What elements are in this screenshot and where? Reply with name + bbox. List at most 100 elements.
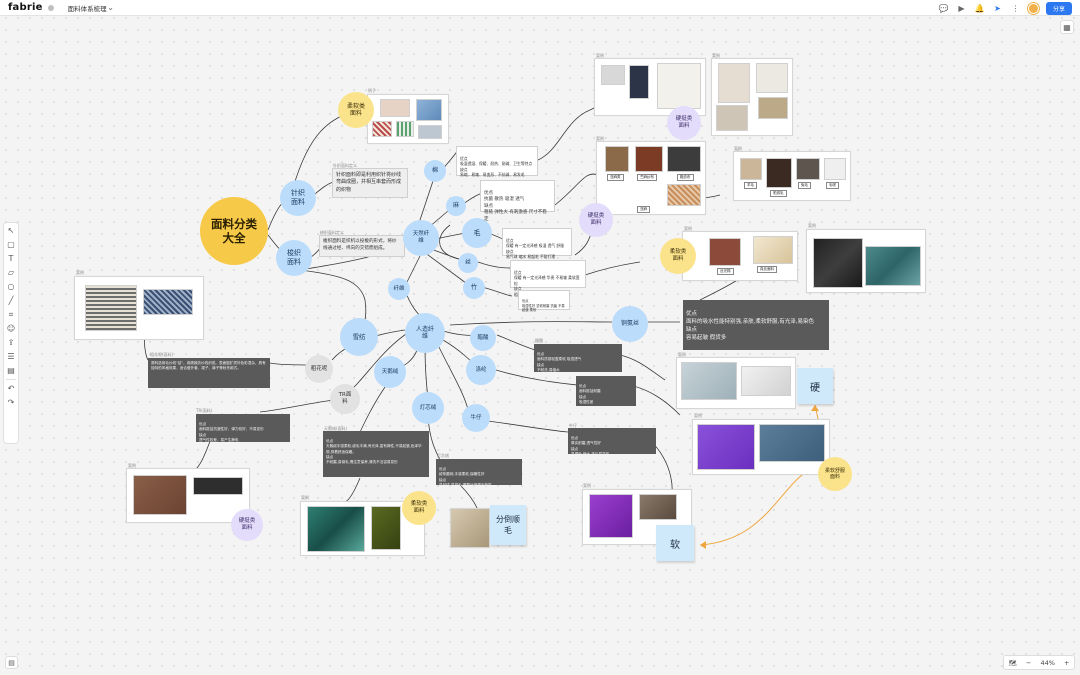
spandex-card-2[interactable] bbox=[692, 419, 830, 475]
knit-soft-tag[interactable]: 柔软类面料 bbox=[338, 92, 374, 128]
tr-note[interactable]: 优点 面料挺括抗皱性好，弹力较好，不易变形 缺点 透气性较差，易产生静电 bbox=[196, 414, 290, 442]
acetate-label: 醋酸 bbox=[477, 334, 489, 341]
line-icon[interactable]: ╱ bbox=[8, 296, 14, 305]
root-topic[interactable]: 面料分类大全 bbox=[200, 197, 268, 265]
emoji-icon[interactable]: ☺ bbox=[6, 324, 16, 333]
linen-node[interactable]: 麻 bbox=[446, 196, 466, 216]
minimap-icon[interactable]: 🗺 bbox=[1008, 658, 1017, 667]
cursor-follow-icon[interactable]: ➤ bbox=[994, 4, 1001, 13]
woven-node[interactable]: 梭织面料 bbox=[276, 240, 312, 276]
knit-swatch-3 bbox=[372, 121, 392, 137]
bamboo-node[interactable]: 竹 bbox=[463, 277, 485, 299]
bamboo-note[interactable]: 优点 吸湿性好 坚韧耐磨 抗菌 不易起皱 柔软 bbox=[518, 290, 570, 313]
chiffon-node[interactable]: 雪纺 bbox=[340, 318, 378, 356]
redo-icon[interactable]: ↷ bbox=[7, 398, 15, 407]
undo-icon[interactable]: ↶ bbox=[7, 384, 15, 393]
zoom-in-icon[interactable]: + bbox=[1064, 658, 1070, 667]
zoom-out-icon[interactable]: − bbox=[1025, 658, 1032, 667]
knit-definition-box[interactable]: 针织面料即是利用织针将纱线弯曲成圈，并相互串套而形成的织物 bbox=[332, 168, 408, 198]
bell-icon[interactable]: 🔔 bbox=[974, 4, 985, 13]
shape-icon[interactable]: ○ bbox=[7, 282, 15, 291]
zoom-level[interactable]: 44% bbox=[1040, 658, 1055, 667]
denim-node[interactable]: 牛仔 bbox=[462, 404, 490, 432]
card-spandex2-caption: 案例 bbox=[694, 413, 702, 418]
sticky-note-icon[interactable]: ▱ bbox=[7, 268, 15, 277]
tweed-note-caption: 粗花呢(面料) bbox=[150, 352, 174, 357]
linen-swatch-3 bbox=[716, 105, 748, 131]
cotton-example-card[interactable] bbox=[594, 58, 706, 116]
denim-label: 牛仔 bbox=[470, 414, 482, 421]
tweed-node[interactable]: 粗花呢 bbox=[305, 355, 333, 383]
silk-node[interactable]: 丝 bbox=[458, 253, 478, 273]
soft-velvet-tag[interactable]: 柔软类面料 bbox=[402, 491, 436, 525]
frame-icon[interactable]: ▢ bbox=[7, 240, 15, 249]
soft-spandex-tag[interactable]: 柔软舒服面料 bbox=[818, 457, 852, 491]
bamboo-note-text: 优点 吸湿性好 坚韧耐磨 抗菌 不易起皱 柔软 bbox=[522, 298, 565, 313]
acetate-note[interactable]: 优点 面料质感轻盈柔软,吸湿透气 缺点 不耐洗,易缩水 bbox=[534, 344, 622, 372]
corduroy-card[interactable] bbox=[450, 508, 490, 548]
velvet-note[interactable]: 优点 天鹅绒手感柔软,绒毛丰满,有光泽,富有弹性,不易起皱,色泽华丽,穿着舒适保… bbox=[323, 431, 429, 477]
knit-node[interactable]: 针织面料 bbox=[280, 180, 316, 216]
linen-sample-card[interactable]: 亚麻类 苎麻纱布 粗纺布 亚麻 bbox=[596, 141, 706, 215]
wool-note[interactable]: 优点 保暖 有一定光泽感 吸湿 透气 舒服 缺点 易气球 缩水 易起毛 不耐打理 bbox=[502, 228, 572, 259]
doc-title[interactable]: 面料体系梳理 bbox=[67, 4, 107, 13]
list-icon[interactable]: ☰ bbox=[7, 352, 15, 361]
corduroy-node[interactable]: 灯芯绒 bbox=[412, 392, 444, 424]
app-logo[interactable]: fabrie bbox=[8, 2, 43, 13]
spandex-card-1[interactable] bbox=[676, 357, 796, 409]
fiber-node[interactable]: 纤维 bbox=[388, 278, 410, 300]
velvet-swatch-2 bbox=[371, 506, 401, 550]
chevron-down-icon[interactable]: ⌄ bbox=[107, 3, 114, 12]
velvet-node[interactable]: 天鹅绒 bbox=[374, 356, 406, 388]
cursor-icon[interactable]: ↖ bbox=[7, 226, 15, 235]
linen-note[interactable]: 优点 抗菌 散热 吸湿 透气 缺点 粗糙 弹性大 有刺激感 尺寸不稳定 bbox=[480, 180, 555, 222]
sticky-soft[interactable]: 软 bbox=[656, 525, 694, 561]
sync-status-icon bbox=[47, 4, 54, 11]
soft-tag-1[interactable]: 柔软类面料 bbox=[660, 238, 696, 274]
hard-tag-1[interactable]: 硬挺类面料 bbox=[667, 106, 701, 140]
silk-sample-card[interactable]: 丝光棉 真丝面料 bbox=[682, 231, 798, 281]
polyester-node[interactable]: 涤纶 bbox=[466, 355, 496, 385]
spandex-note[interactable]: 优点 面料的吸水性能特别强,亲肤,柔软舒服,有光泽,易染色 缺点 容易起皱 假货… bbox=[683, 300, 829, 350]
avatar[interactable] bbox=[1027, 3, 1039, 14]
template-icon[interactable]: ▤ bbox=[7, 366, 15, 375]
hard-tag-3[interactable]: 硬挺类面料 bbox=[231, 509, 263, 541]
knit-swatch-2 bbox=[416, 99, 442, 121]
text-icon[interactable]: T bbox=[8, 254, 14, 263]
tr-node[interactable]: TR面料 bbox=[330, 384, 360, 414]
tr-card[interactable] bbox=[126, 468, 250, 523]
natural-fiber-node[interactable]: 天然纤维 bbox=[403, 220, 439, 256]
cotton-note[interactable]: 优点 吸湿透湿、保暖、耐热、耐碱、卫生等特点 缺点 易缩、易皱、易变形、不抗碱、… bbox=[456, 146, 538, 177]
linen-example-card[interactable] bbox=[711, 58, 793, 136]
denim-note[interactable]: 优点 厚实耐磨,透气性好 缺点 易褪色,缩水,洗后易变形 bbox=[568, 428, 656, 456]
tweed-card[interactable] bbox=[74, 276, 204, 340]
corduroy-note[interactable]: 优点 绒条圆润,手感柔软,保暖性好 缺点 易起球,易掉毛,需要分倒顺毛裁剪 bbox=[436, 459, 522, 487]
silk-example-card[interactable] bbox=[806, 229, 926, 293]
comment-icon[interactable]: 💬 bbox=[938, 4, 949, 13]
bottom-left-panel-icon[interactable]: ▤ bbox=[5, 656, 18, 669]
tr-note-text: 优点 面料挺括抗皱性好，弹力较好，不易变形 缺点 透气性较差，易产生静电 bbox=[199, 422, 264, 442]
woven-definition-box[interactable]: 梭织面料是织机以投梭的形式，将纱线通过经、纬向的交错而组成。 bbox=[319, 235, 405, 257]
cotton-node[interactable]: 棉 bbox=[424, 160, 446, 182]
man-made-fiber-node[interactable]: 人造纤维 bbox=[405, 313, 445, 353]
denim-note-caption: 牛仔 bbox=[569, 423, 577, 428]
card-linen-caption: 案例 bbox=[596, 136, 604, 141]
wool-node[interactable]: 毛 bbox=[462, 218, 492, 248]
knit-example-card[interactable] bbox=[367, 94, 449, 144]
upload-icon[interactable]: ⇪ bbox=[7, 338, 15, 347]
spandex-node[interactable]: 铜氨丝 bbox=[612, 306, 648, 342]
sticky-nap[interactable]: 分倒顺毛 bbox=[490, 505, 526, 545]
sticky-hard[interactable]: 硬 bbox=[797, 368, 833, 404]
polyester-note[interactable]: 优点 面料挺括耐磨 缺点 吸湿性差 bbox=[576, 376, 636, 406]
linen-sample-3 bbox=[667, 146, 701, 172]
tweed-note[interactable]: 原料选用毛纱线"结"，用精致纺纱线织成。表面粗犷质朴色彩混杂，具有独特的风格效果… bbox=[148, 358, 270, 388]
present-icon[interactable]: ▶ bbox=[958, 4, 965, 13]
acetate-node[interactable]: 醋酸 bbox=[470, 325, 496, 351]
crop-icon[interactable]: ⌗ bbox=[8, 309, 14, 319]
share-button[interactable]: 分享 bbox=[1045, 2, 1072, 15]
hard-tag-2[interactable]: 硬挺类面料 bbox=[579, 203, 613, 237]
silk-note[interactable]: 优点 保暖 有一定光泽感 华贵 不易皱 柔软蓬松 缺点 粗糙 易起毛 易缩 贵 bbox=[510, 260, 586, 297]
more-icon[interactable]: ⋮ bbox=[1011, 4, 1020, 13]
wool-sample-card[interactable]: 羊毛 驼绒毛 兔毛 毛呢 bbox=[733, 151, 851, 201]
side-panel-icon[interactable]: ▦ bbox=[1060, 20, 1074, 34]
